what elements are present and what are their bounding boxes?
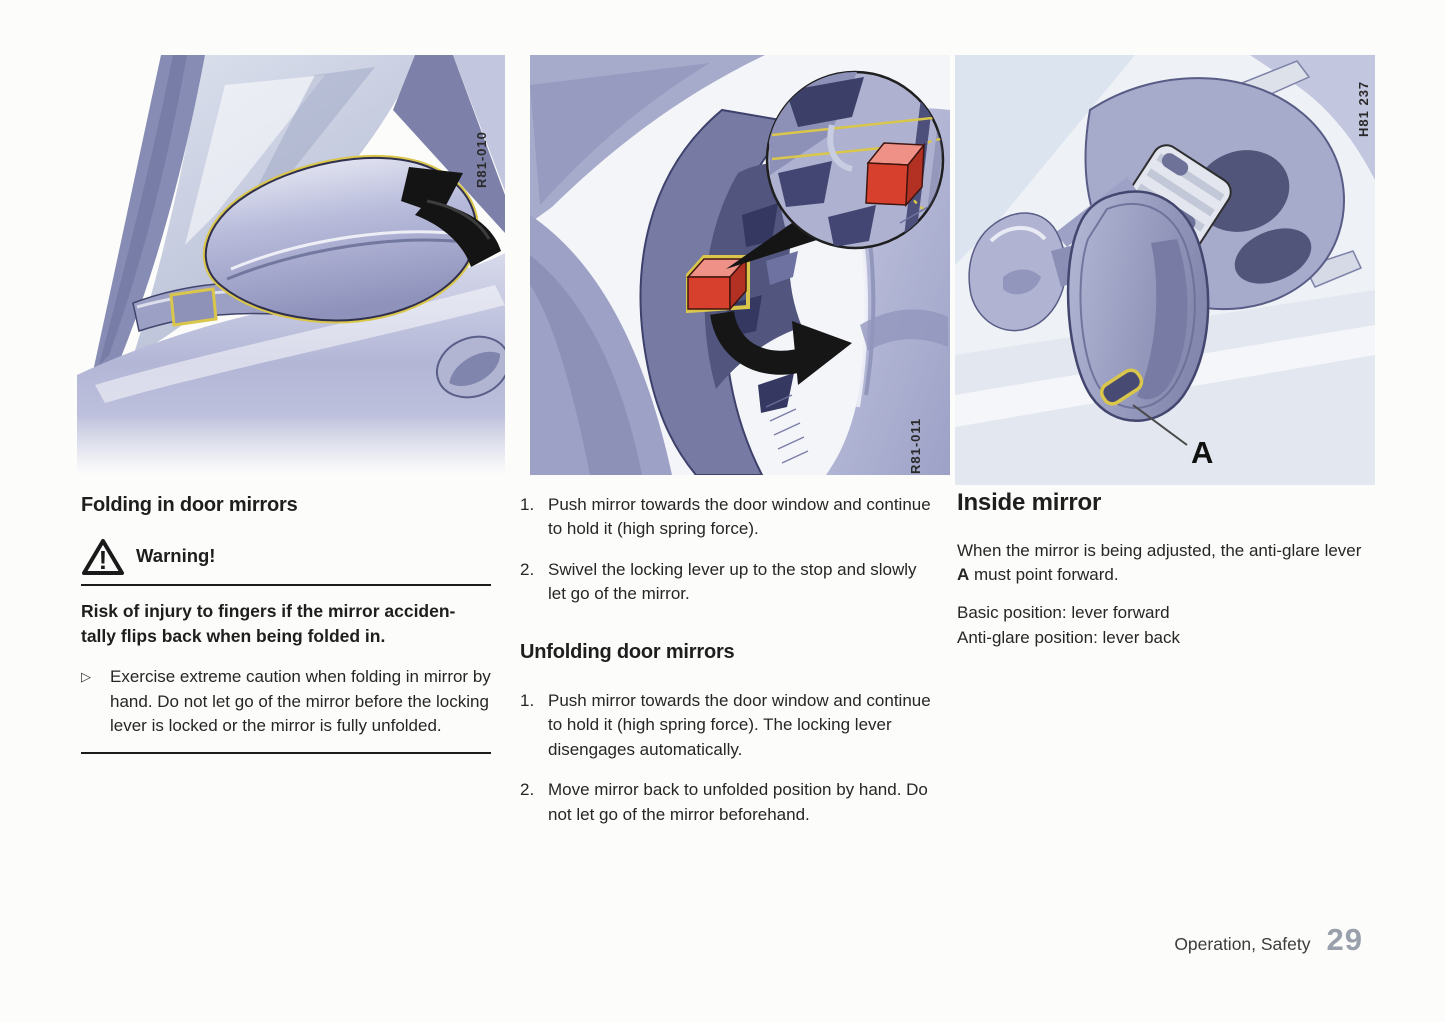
figure-ref-label: R81-010 <box>474 131 489 188</box>
door-panel-shadow <box>530 215 672 475</box>
caution-item: ▷ Exercise extreme caution when folding … <box>81 665 491 738</box>
gasket-hatch <box>765 394 809 464</box>
step-text: Push mirror towards the door window and … <box>548 495 931 539</box>
callout-a-label: A <box>1191 435 1213 470</box>
window-rear-edge <box>393 55 505 233</box>
figure-locking-lever: R81-011 <box>530 55 950 475</box>
step-text: Swivel the locking lever up to the stop … <box>548 559 917 604</box>
warning-exclamation: ! <box>99 545 108 575</box>
column-inside-mirror: Inside mirror When the mirror is being a… <box>957 486 1367 650</box>
figure-ref-label: R81-011 <box>908 417 923 474</box>
magnifier-pointer <box>726 223 820 269</box>
heading-folding-in-door-mirrors: Folding in door mirrors <box>81 494 298 516</box>
magnifier-detail <box>726 70 945 269</box>
anti-glare-lever <box>1099 368 1144 406</box>
roof-headliner <box>1250 55 1375 180</box>
figure-ref-label: H81 237 <box>1356 80 1371 137</box>
inside-mirror-illustration: A <box>955 55 1375 485</box>
step-number: 2. <box>520 780 535 800</box>
page-footer: Operation, Safety 29 <box>1174 922 1363 958</box>
door-handle <box>436 335 505 399</box>
console-opening-small <box>1234 228 1312 284</box>
mirror-arm-slot-highlight <box>169 287 218 327</box>
step-number: 1. <box>520 690 535 710</box>
warning-text: Risk of injury to fingers if the mirror … <box>81 600 456 646</box>
figure-folding-door-mirror: R81-010 <box>75 55 505 475</box>
step-item: 1. Push mirror towards the door window a… <box>520 689 934 762</box>
antiglare-position-line: Anti-glare position: lever back <box>957 627 1181 647</box>
caution-text: Exercise extreme caution when folding in… <box>110 667 491 736</box>
windshield-glass <box>955 55 1135 265</box>
swivel-arrow-icon <box>710 310 852 385</box>
basic-position-line: Basic position: lever forward <box>957 603 1170 623</box>
door-mirror-illustration <box>75 55 505 475</box>
mirror-glass-edge <box>1137 239 1188 400</box>
step-item: 2. Swivel the locking lever up to the st… <box>520 558 934 607</box>
step-text: Move mirror back to unfolded position by… <box>548 780 928 824</box>
callout-line <box>1132 404 1188 446</box>
column-folding: Folding in door mirrors ! Warning! Risk … <box>81 491 491 754</box>
lever-a-reference: A <box>957 565 970 585</box>
step-text: Push mirror towards the door window and … <box>548 690 931 759</box>
column-steps: 1. Push mirror towards the door window a… <box>520 493 934 843</box>
warning-header: ! Warning! <box>81 537 491 586</box>
warning-triangle-icon: ! <box>82 538 124 575</box>
warning-title: Warning! <box>136 545 216 567</box>
adjust-text: When the mirror is being adjusted, the a… <box>957 540 1362 585</box>
step-item: 2. Move mirror back to unfolded position… <box>520 778 934 827</box>
heading-unfolding-door-mirrors: Unfolding door mirrors <box>520 640 735 663</box>
locking-lever-red <box>686 255 750 314</box>
position-lines: Basic position: lever forward Anti-glare… <box>957 601 1367 650</box>
visor-clip-right <box>1303 250 1363 288</box>
step-item: 1. Push mirror towards the door window a… <box>520 493 934 542</box>
locking-lever-illustration <box>530 55 950 475</box>
step-number: 2. <box>520 559 535 579</box>
footer-section-label: Operation, Safety <box>1174 934 1311 954</box>
section-end-rule <box>81 751 491 754</box>
fold-arrow-icon <box>401 167 501 267</box>
triangle-bullet-icon: ▷ <box>81 669 91 685</box>
page-number: 29 <box>1326 922 1363 957</box>
step-number: 1. <box>520 495 535 514</box>
heading-inside-mirror: Inside mirror <box>957 489 1102 516</box>
figure-inside-mirror: A H81 237 <box>955 55 1375 485</box>
